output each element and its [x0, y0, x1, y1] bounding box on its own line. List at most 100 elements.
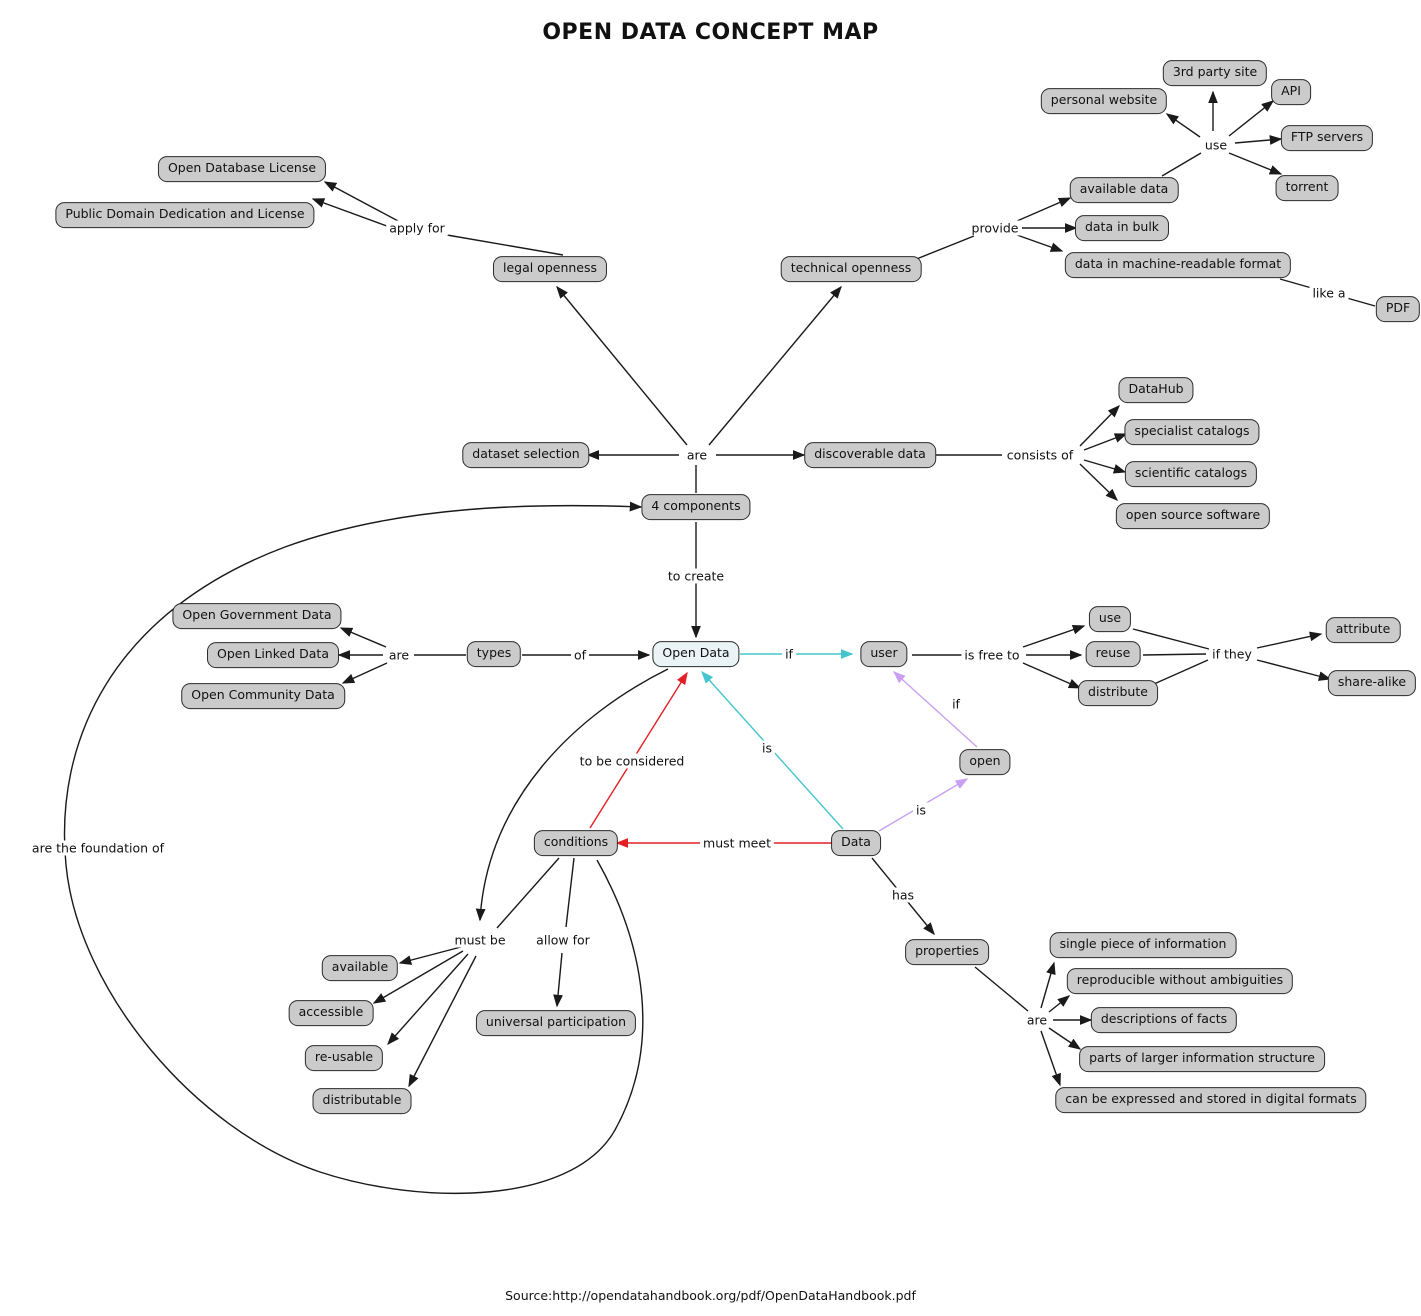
edge-label-use-hub: use: [1201, 137, 1231, 153]
node-universal-participation: universal participation: [475, 1010, 637, 1036]
edge-use-if-they: [1132, 628, 1210, 650]
edge-is-free-to-distribute: [1022, 662, 1082, 689]
node-user: user: [860, 641, 908, 667]
edge-label-has: has: [888, 887, 918, 903]
edge-open-data-must-be-curve: [475, 668, 669, 922]
edge-use-api: [1228, 100, 1275, 137]
edge-label-like-a: like a: [1309, 285, 1349, 301]
node-torrent: torrent: [1275, 175, 1339, 201]
edge-provide-machine-readable: [1016, 234, 1064, 252]
node-open-source-software: open source software: [1115, 503, 1271, 529]
edge-if-they-attribute: [1256, 631, 1323, 649]
edge-label-must-meet: must meet: [700, 835, 774, 851]
node-data: Data: [831, 830, 881, 856]
node-public-domain-dedication-license: Public Domain Dedication and License: [55, 202, 315, 228]
edge-open-if-user: [892, 671, 978, 748]
edge-must-be-distributable: [408, 955, 477, 1088]
edge-label-to-create: to create: [664, 568, 728, 584]
edge-distribute-if-they: [1153, 659, 1209, 685]
edge-legal-openness-apply-for: [446, 234, 564, 256]
source-citation: Source:http://opendatahandbook.org/pdf/O…: [505, 1288, 916, 1303]
edge-label-if-they: if they: [1209, 646, 1255, 662]
edge-label-apply-for: apply for: [386, 220, 448, 236]
edge-label-is-open-data: is: [759, 740, 775, 756]
edge-must-be-available: [398, 946, 462, 965]
node-pdf: PDF: [1375, 296, 1421, 322]
edge-available-data-use: [1161, 152, 1202, 177]
page-title: OPEN DATA CONCEPT MAP: [542, 19, 879, 45]
node-personal-website: personal website: [1040, 88, 1168, 114]
edge-are-open-community-data: [341, 662, 388, 684]
node-can-be-expressed: can be expressed and stored in digital f…: [1055, 1087, 1367, 1113]
edge-label-are-types: are: [385, 647, 413, 663]
edge-consists-of-specialist-catalogs: [1083, 433, 1128, 451]
edge-is-free-to-use: [1022, 625, 1086, 648]
edge-label-of: of: [570, 647, 590, 663]
node-ftp-servers: FTP servers: [1280, 125, 1374, 151]
edge-are-can-be-expressed: [1040, 1030, 1061, 1087]
node-descriptions-of-facts: descriptions of facts: [1090, 1007, 1238, 1033]
edge-label-are-foundation: are the foundation of: [28, 840, 168, 856]
node-dataset-selection: dataset selection: [462, 442, 590, 468]
node-api: API: [1271, 79, 1311, 105]
node-available: available: [321, 955, 399, 981]
node-accessible: accessible: [288, 1000, 374, 1026]
node-discoverable-data: discoverable data: [804, 442, 936, 468]
node-attribute: attribute: [1325, 617, 1401, 643]
node-legal-openness: legal openness: [492, 256, 608, 282]
node-open-data: Open Data: [652, 641, 740, 667]
node-available-data: available data: [1069, 177, 1179, 203]
edge-are-reproducible: [1048, 995, 1071, 1013]
edge-are-parts: [1048, 1027, 1082, 1050]
edge-label-is-free-to: is free to: [961, 647, 1023, 663]
edge-are-single-piece: [1040, 961, 1056, 1009]
edge-must-be-accessible: [372, 950, 464, 1004]
edge-properties-are: [974, 966, 1029, 1012]
node-data-machine-readable: data in machine-readable format: [1064, 252, 1292, 278]
node-conditions: conditions: [533, 830, 619, 856]
edge-apply-for-pddl: [311, 198, 396, 230]
node-open-database-license: Open Database License: [157, 156, 327, 182]
edge-consists-of-scientific-catalogs: [1083, 459, 1127, 474]
edge-use-personal-website: [1165, 113, 1201, 138]
edge-are-open-government-data: [339, 627, 387, 648]
node-single-piece-of-information: single piece of information: [1049, 932, 1237, 958]
node-use: use: [1088, 606, 1132, 632]
edge-label-provide: provide: [968, 220, 1022, 236]
edge-label-are-components: are: [683, 447, 711, 463]
edge-if-they-share-alike: [1256, 659, 1332, 681]
node-share-alike: share-alike: [1327, 670, 1417, 696]
node-open: open: [959, 749, 1011, 775]
edge-allow-for-universal-participation: [553, 952, 563, 1008]
node-distribute: distribute: [1078, 680, 1158, 706]
edge-label-is-open: is: [913, 802, 929, 818]
node-four-components: 4 components: [641, 494, 751, 520]
edge-conditions-must-be: [496, 857, 560, 929]
edge-are-legal-openness: [556, 285, 688, 446]
edge-label-to-be-considered: to be considered: [576, 753, 688, 769]
edge-are-technical-openness: [708, 285, 842, 446]
node-distributable: distributable: [312, 1088, 412, 1114]
edge-apply-for-open-database-license: [323, 181, 401, 223]
edge-conditions-foundation-4components-loop: [63, 501, 644, 1195]
edge-consists-of-open-source-software: [1079, 463, 1119, 501]
edge-consists-of-datahub: [1079, 404, 1120, 447]
node-scientific-catalogs: scientific catalogs: [1124, 461, 1258, 487]
edge-must-be-re-usable: [387, 953, 469, 1046]
node-third-party-site: 3rd party site: [1162, 60, 1268, 86]
edge-label-allow-for: allow for: [533, 932, 593, 948]
edge-label-must-be: must be: [451, 932, 509, 948]
edge-conditions-to-be-considered-open-data: [589, 671, 688, 829]
node-open-community-data: Open Community Data: [181, 683, 345, 709]
node-types: types: [466, 641, 522, 667]
node-parts-of-larger-information-structure: parts of larger information structure: [1079, 1046, 1325, 1072]
node-data-in-bulk: data in bulk: [1074, 215, 1170, 241]
edge-label-are-properties: are: [1023, 1012, 1051, 1028]
edge-use-torrent: [1228, 152, 1283, 175]
node-properties: properties: [905, 939, 989, 965]
node-technical-openness: technical openness: [780, 256, 922, 282]
edge-technical-openness-provide: [913, 235, 975, 261]
node-open-linked-data: Open Linked Data: [207, 642, 339, 668]
